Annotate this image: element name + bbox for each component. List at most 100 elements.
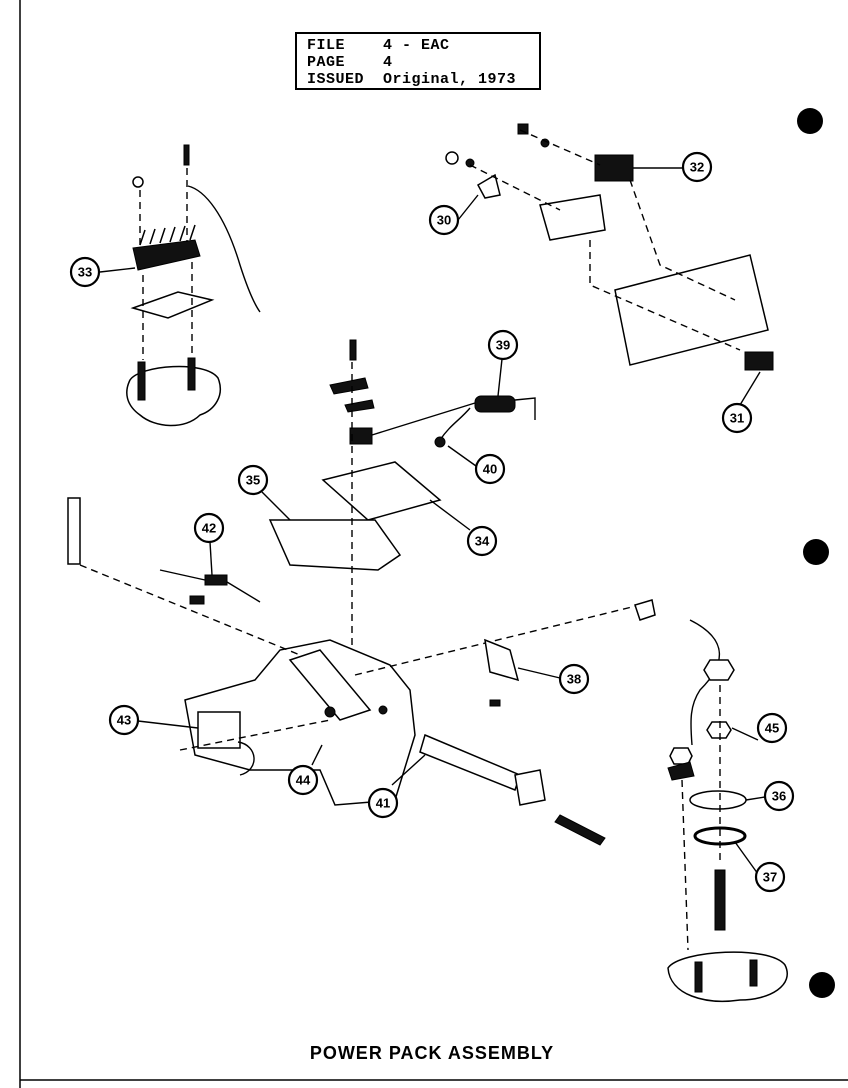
washer-36 xyxy=(689,790,747,810)
housing-hole-a xyxy=(324,706,336,718)
terminal-fins xyxy=(139,224,196,246)
callout-33: 33 xyxy=(69,256,101,288)
leader-34 xyxy=(429,499,471,531)
diagram-caption: POWER PACK ASSEMBLY xyxy=(309,1043,555,1063)
callout-36: 36 xyxy=(763,780,795,812)
wire-lead-top xyxy=(187,185,261,313)
binder-hole-top xyxy=(797,108,823,134)
callout-39: 39 xyxy=(487,329,519,361)
file-label: FILE xyxy=(307,37,346,54)
callout-36-label: 36 xyxy=(772,789,786,804)
hex-nut-45 xyxy=(706,721,732,739)
screw-top xyxy=(183,144,190,166)
alignment-line-43 xyxy=(179,719,331,751)
capacitor-lead xyxy=(237,741,255,776)
document-info-box: FILE 4 - EAC PAGE 4 ISSUED Original, 197… xyxy=(295,32,541,90)
callout-33-label: 33 xyxy=(78,265,92,280)
indicator-lamp xyxy=(744,351,774,371)
nut-top xyxy=(132,176,144,188)
insulator-card xyxy=(130,291,215,319)
file-value: 4 - EAC xyxy=(383,37,450,54)
nut-top-right xyxy=(465,158,475,168)
callout-30: 30 xyxy=(428,204,460,236)
terminal-block-assembly xyxy=(126,144,261,427)
file-row: FILE 4 - EAC xyxy=(307,37,529,54)
leader-31 xyxy=(739,371,761,406)
rocker-switch xyxy=(594,154,634,182)
resistor-42 xyxy=(204,574,228,586)
callout-37-label: 37 xyxy=(763,870,777,885)
binder-hole-bottom xyxy=(809,972,835,998)
hex-nut-top xyxy=(703,659,735,681)
clamp-screw xyxy=(489,699,501,707)
binder-hole-middle xyxy=(803,539,829,565)
base-stud-a xyxy=(694,961,703,993)
callout-45: 45 xyxy=(756,712,788,744)
capacitor-assembly xyxy=(179,711,331,776)
rod-assembly xyxy=(419,733,606,846)
mounting-plate-left xyxy=(126,365,221,427)
callout-38-label: 38 xyxy=(567,672,581,687)
clip-lower xyxy=(344,399,375,413)
page-row: PAGE 4 xyxy=(307,54,529,71)
callout-43: 43 xyxy=(108,704,140,736)
callout-leaders xyxy=(99,167,766,875)
rod-41 xyxy=(419,733,521,791)
callout-31: 31 xyxy=(721,402,753,434)
screw-41 xyxy=(554,814,606,846)
mounting-bolt xyxy=(714,869,726,931)
clip-30 xyxy=(476,173,501,199)
callout-40: 40 xyxy=(474,453,506,485)
alignment-lines-32 xyxy=(469,129,741,351)
callout-34-label: 34 xyxy=(475,534,490,549)
callout-42-label: 42 xyxy=(202,521,216,536)
callout-41-label: 41 xyxy=(376,796,390,811)
issued-value: Original, 1973 xyxy=(383,71,517,88)
washer-small xyxy=(540,138,550,148)
terminal-strip xyxy=(132,239,201,271)
bracket-41 xyxy=(514,769,546,806)
clamp-38 xyxy=(484,638,520,682)
transformer-cover-assembly xyxy=(268,339,536,700)
callout-37: 37 xyxy=(754,861,786,893)
callout-35: 35 xyxy=(237,464,269,496)
callout-40-label: 40 xyxy=(483,462,497,477)
leader-44 xyxy=(311,744,323,766)
switch-bracket xyxy=(539,194,606,241)
leader-41 xyxy=(391,754,426,786)
housing-channel xyxy=(288,649,372,721)
leader-37 xyxy=(734,841,759,875)
callout-44: 44 xyxy=(287,764,319,796)
screw-39 xyxy=(349,339,357,361)
callout-31-label: 31 xyxy=(730,411,744,426)
stud-left-b xyxy=(187,357,196,391)
leader-30 xyxy=(457,194,479,221)
leader-35 xyxy=(261,491,291,521)
resistor-assembly xyxy=(159,569,261,605)
callout-30-label: 30 xyxy=(437,213,451,228)
stud-left-a xyxy=(137,361,146,401)
leader-42 xyxy=(209,541,213,576)
leader-40 xyxy=(447,445,477,467)
page-label: PAGE xyxy=(307,54,346,71)
leader-36 xyxy=(745,796,766,801)
leader-33 xyxy=(99,267,136,273)
coil-39 xyxy=(474,395,516,413)
leader-45 xyxy=(731,727,759,741)
leads-39 xyxy=(371,397,536,436)
wire-clip xyxy=(634,599,656,621)
bracket-small xyxy=(667,761,695,781)
base-stud-b xyxy=(749,959,758,987)
clip-upper xyxy=(329,377,369,395)
screw-top-right xyxy=(517,123,529,135)
capacitor-holder xyxy=(349,427,373,445)
hex-nut-left xyxy=(669,747,693,765)
callout-32-label: 32 xyxy=(690,160,704,175)
resistor-clip xyxy=(189,595,205,605)
cover-plate-34 xyxy=(321,461,442,521)
switch-bracket-assembly xyxy=(445,123,774,371)
mounting-foot-assembly xyxy=(634,599,788,1002)
resistor-leads xyxy=(159,569,261,603)
alignment-lines-33 xyxy=(139,168,193,360)
